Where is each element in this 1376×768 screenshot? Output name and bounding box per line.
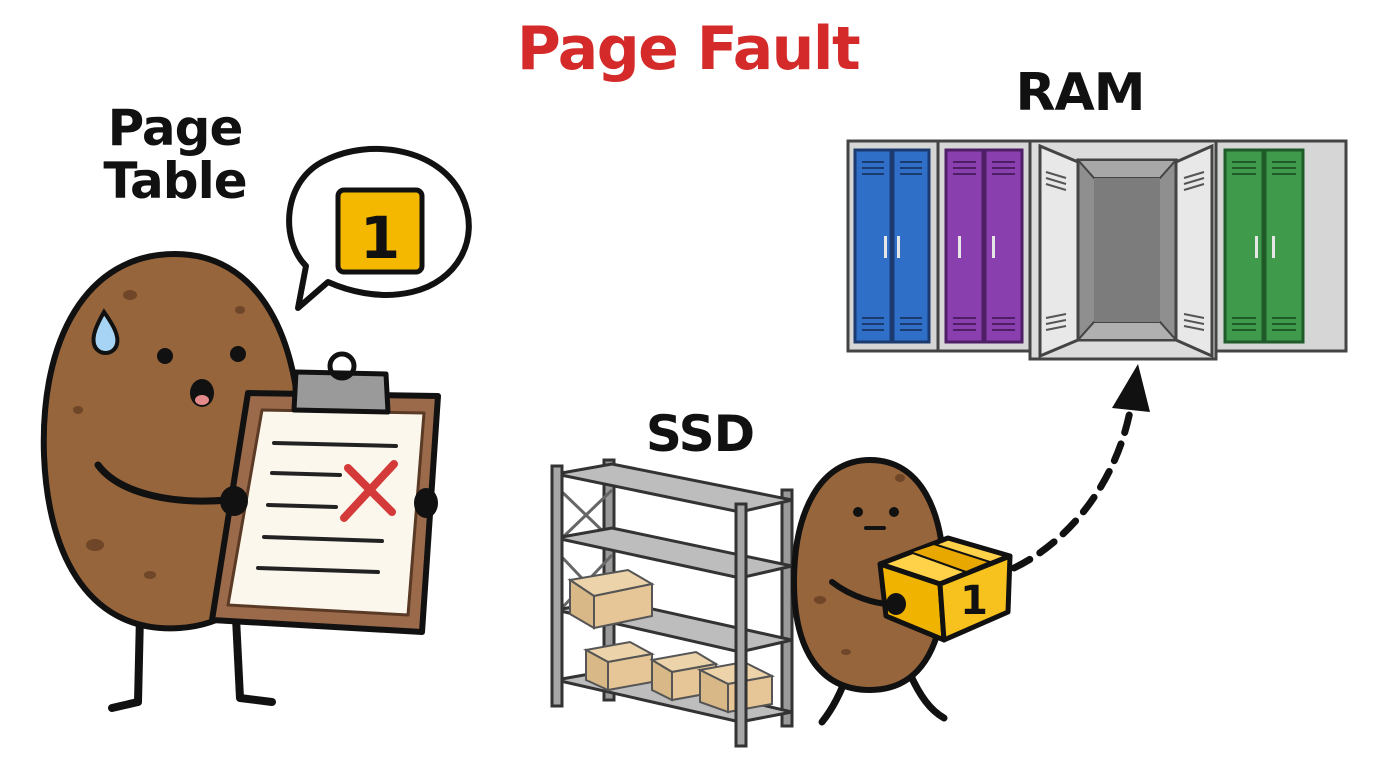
speech-bubble-icon: 1 [286, 145, 472, 311]
red-x-icon [340, 460, 398, 522]
storage-box [583, 640, 655, 692]
ram-lockers [846, 139, 1348, 361]
page-box: 1 [877, 535, 1013, 643]
locker-blue [853, 148, 931, 344]
ssd-shelf [550, 458, 794, 748]
bubble-page-number: 1 [360, 204, 400, 272]
locker-open-empty [1038, 143, 1214, 359]
storage-box [567, 568, 655, 630]
ssd-label: SSD [645, 405, 755, 463]
locker-purple [944, 148, 1024, 344]
ram-label: RAM [1015, 63, 1145, 123]
box-page-number: 1 [960, 578, 988, 624]
clipboard-icon [209, 351, 441, 635]
dashed-arrow-icon [1010, 364, 1150, 572]
sweat-drop-icon [91, 308, 120, 355]
locker-green [1223, 148, 1305, 344]
diagram-title: Page Fault [516, 14, 861, 84]
page-table-label: Page Table [103, 99, 247, 210]
